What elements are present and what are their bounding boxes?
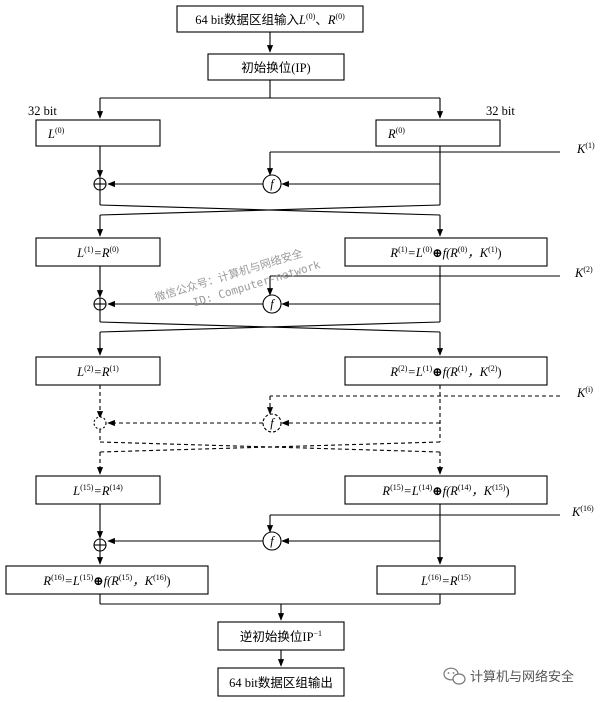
key-16-label: K(16) xyxy=(571,504,594,519)
r2-label: R(2)=L(1)⊕f(R(1)，K(2)) xyxy=(389,364,501,379)
r15-label: R(15)=L(14)⊕f(R(14)，K(15)) xyxy=(381,483,509,498)
bits-right: 32 bit xyxy=(486,104,515,118)
l1-box xyxy=(35,237,161,267)
r1-box xyxy=(344,237,548,267)
l1-label: L(1)=R(0) xyxy=(76,245,119,260)
output-label: 64 bit数据区组输出 xyxy=(229,675,333,690)
wechat-icon xyxy=(443,667,466,685)
key-i-label: K(i) xyxy=(576,385,593,400)
output-box xyxy=(217,667,345,697)
key-1-label: K(1) xyxy=(576,141,595,156)
r2-box xyxy=(344,356,548,386)
l15-box xyxy=(35,475,161,505)
bits-left: 32 bit xyxy=(28,104,57,118)
l0-box xyxy=(35,119,161,147)
svg-text:f: f xyxy=(270,297,275,311)
svg-text:f: f xyxy=(270,416,275,430)
l2-label: L(2)=R(1) xyxy=(76,364,119,379)
svg-text:f: f xyxy=(270,177,275,191)
r0-label: R(0) xyxy=(387,126,405,141)
r0-box xyxy=(375,119,501,147)
r16-box xyxy=(5,565,209,595)
xor-i xyxy=(93,416,107,430)
l16-box xyxy=(376,565,516,595)
brand-label: 计算机与网络安全 xyxy=(470,669,574,685)
inverse-ip-label: 逆初始换位IP−1 xyxy=(240,629,322,644)
input-label: 64 bit数据区组输入L(0)、R(0) xyxy=(195,12,345,27)
ip-label: 初始换位(IP) xyxy=(241,60,310,75)
r1-label: R(1)=L(0)⊕f(R(0)，K(1)) xyxy=(389,245,501,260)
watermark: 微信公众号：计算机与网络安全 ID: Computer-network xyxy=(153,246,322,309)
f-circle-i xyxy=(262,413,282,433)
l0-label: L(0) xyxy=(47,126,65,141)
l16-label: L(16)=R(15) xyxy=(420,573,471,588)
input-box xyxy=(176,5,364,33)
key-2-label: K(2) xyxy=(574,265,593,280)
l2-box xyxy=(35,356,161,386)
r15-box xyxy=(344,475,548,505)
r16-label: R(16)=L(15)⊕f(R(15)，K(16)) xyxy=(42,573,170,588)
l15-label: L(15)=R(14) xyxy=(72,483,123,498)
ip-box xyxy=(207,53,345,81)
svg-text:f: f xyxy=(270,534,275,548)
inverse-ip-box xyxy=(217,621,345,651)
